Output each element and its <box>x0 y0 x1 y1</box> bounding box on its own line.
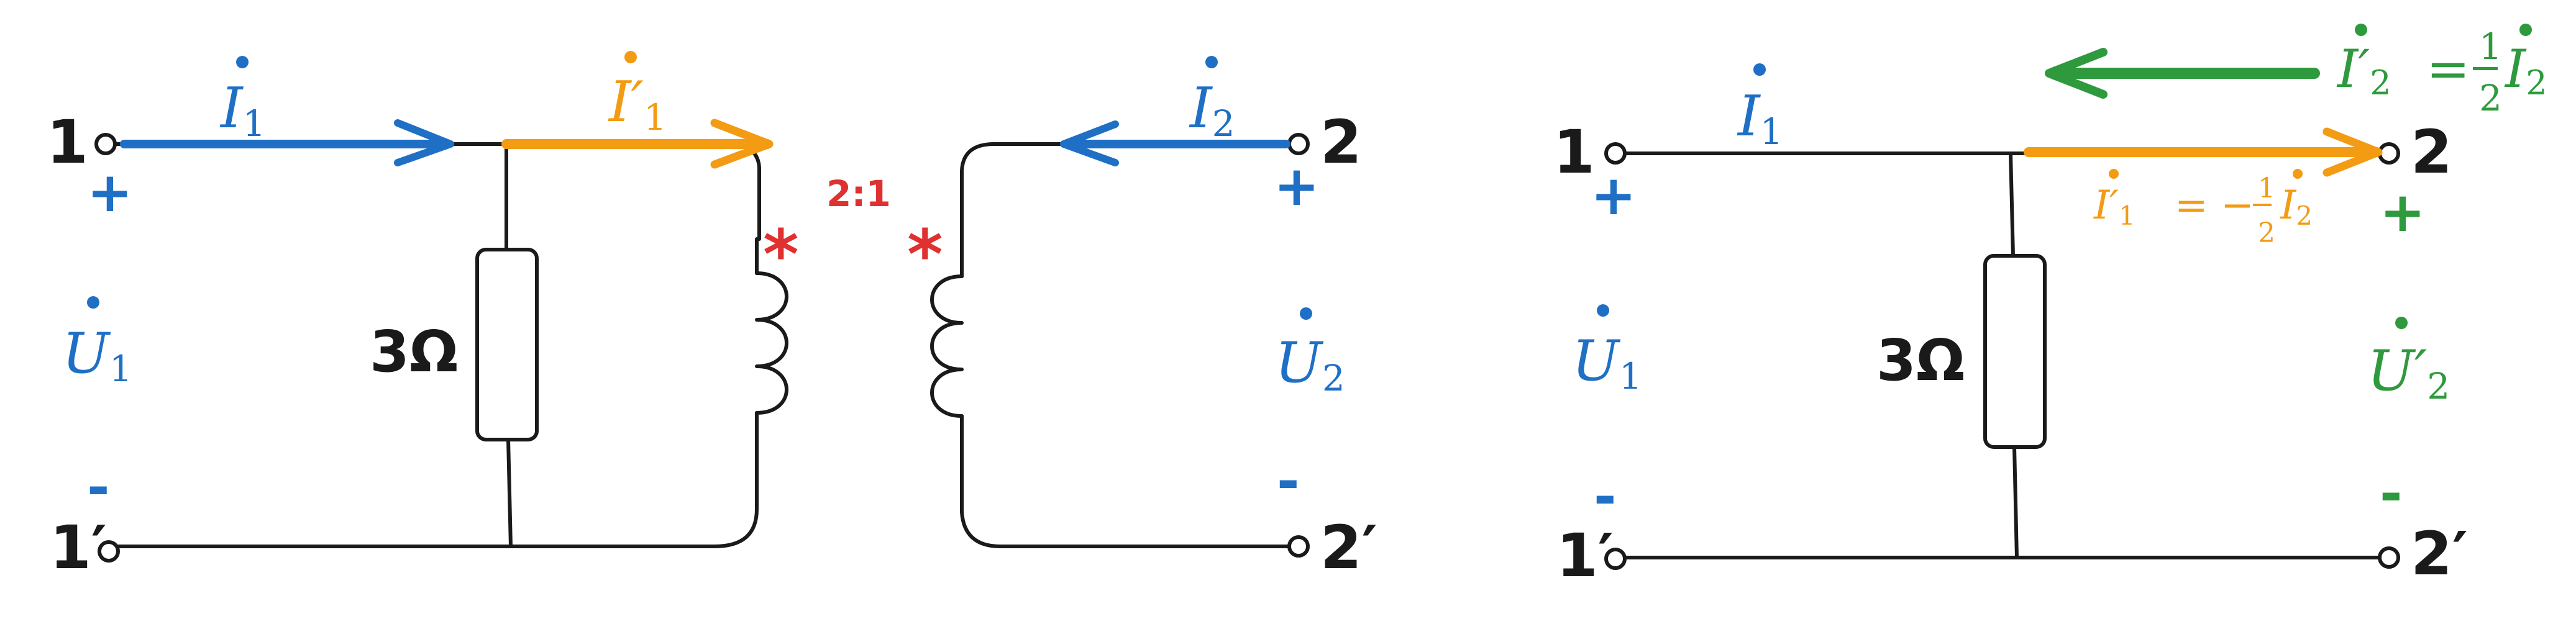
right-terminal-1p <box>1604 548 1627 570</box>
left-port1-label: 1 <box>47 107 88 177</box>
left-secondary-coil <box>930 237 964 458</box>
left-top-wire <box>113 142 761 241</box>
svg-text:U1: U1 <box>1572 328 1642 397</box>
left-port2-label: 2 <box>1320 107 1362 177</box>
svg-text:U′2: U′2 <box>2367 338 2450 407</box>
right-port1-label: 1 <box>1553 117 1595 187</box>
right-resistor-lead-top <box>2009 151 2015 258</box>
left-I1-arrow <box>120 119 454 166</box>
left-I2-arrow <box>1060 120 1290 166</box>
right-port2p-label: 2′ <box>2411 519 2468 589</box>
svg-text:2: 2 <box>2258 217 2275 249</box>
left-I1-label: I1 <box>219 56 265 145</box>
left-secondary-bottom-wire <box>960 454 1294 548</box>
left-U1-label: U1 <box>62 296 132 390</box>
right-circuit: 1 1′ 2 2′ + - + - I1 U1 U′2 3Ω I′2 = 1 <box>1553 24 2547 590</box>
left-plus1: + <box>87 160 133 224</box>
svg-text:I′1: I′1 <box>2093 183 2135 231</box>
right-minus1: - <box>1594 464 1617 528</box>
left-minus1: - <box>87 455 110 519</box>
left-port1p-label: 1′ <box>50 513 107 582</box>
svg-text:2: 2 <box>2479 77 2502 119</box>
right-plus2: + <box>2380 180 2426 244</box>
svg-text:1: 1 <box>2479 25 2502 68</box>
left-resistor-lead-bottom <box>506 438 513 548</box>
svg-text:I′1: I′1 <box>608 70 667 138</box>
svg-text:U2: U2 <box>1275 330 1345 399</box>
left-minus2: - <box>1277 449 1300 513</box>
left-secondary-dot-mark: * <box>907 215 943 294</box>
left-I2-label: I2 <box>1189 56 1235 145</box>
svg-text:I2: I2 <box>2280 183 2313 231</box>
right-port1p-label: 1′ <box>1556 521 1614 590</box>
svg-text:I1: I1 <box>219 76 265 145</box>
left-primary-dot-mark: * <box>763 215 799 294</box>
right-minus2: - <box>2380 461 2403 525</box>
svg-text:I2: I2 <box>2504 38 2547 102</box>
right-Ip2-arrow <box>2045 48 2320 99</box>
left-resistor <box>475 248 539 441</box>
svg-text:1: 1 <box>2258 173 2275 204</box>
right-resistor <box>1983 254 2047 449</box>
right-orange-equation: I′1 = − 1 2 I2 <box>2093 169 2313 249</box>
right-terminal-1 <box>1604 142 1627 165</box>
right-resistor-lead-bottom <box>2012 445 2019 559</box>
left-terminal-2p <box>1287 535 1310 558</box>
left-ratio-label: 2:1 <box>826 173 891 215</box>
svg-text:I2: I2 <box>1189 76 1235 145</box>
right-port2-label: 2 <box>2411 117 2452 187</box>
left-plus2: + <box>1274 154 1320 218</box>
left-Ip1-arrow <box>501 119 774 169</box>
right-terminal-2p <box>2378 546 2400 569</box>
left-circuit: 1 1′ 2 2′ + - + - I1 I′1 I2 U1 U2 <box>47 51 1377 582</box>
left-port2p-label: 2′ <box>1320 513 1377 582</box>
right-terminal-2 <box>2378 142 2400 165</box>
svg-text:=: = <box>2426 38 2470 99</box>
right-green-equation: I′2 = 1 2 I2 <box>2336 24 2547 119</box>
left-primary-coil <box>755 237 788 458</box>
right-U1-label: U1 <box>1572 304 1642 397</box>
svg-text:I1: I1 <box>1737 84 1783 153</box>
right-plus1: + <box>1591 163 1637 227</box>
left-U2-label: U2 <box>1275 307 1345 399</box>
svg-text:I′2: I′2 <box>2336 38 2391 102</box>
left-Ip1-label: I′1 <box>608 51 667 138</box>
left-terminal-2 <box>1287 133 1310 155</box>
left-terminal-1 <box>94 133 117 155</box>
right-I1-label: I1 <box>1737 63 1783 153</box>
svg-text:U1: U1 <box>62 321 132 390</box>
right-Ip1-arrow <box>2024 127 2383 177</box>
left-terminal-1p <box>98 540 120 563</box>
svg-text:= −: = − <box>2175 183 2254 228</box>
right-resistor-label: 3Ω <box>1876 327 1965 394</box>
left-secondary-top-wire <box>960 142 1297 241</box>
right-Up2-label: U′2 <box>2367 317 2450 407</box>
left-bottom-wire <box>113 454 759 548</box>
left-resistor-label: 3Ω <box>370 319 458 385</box>
